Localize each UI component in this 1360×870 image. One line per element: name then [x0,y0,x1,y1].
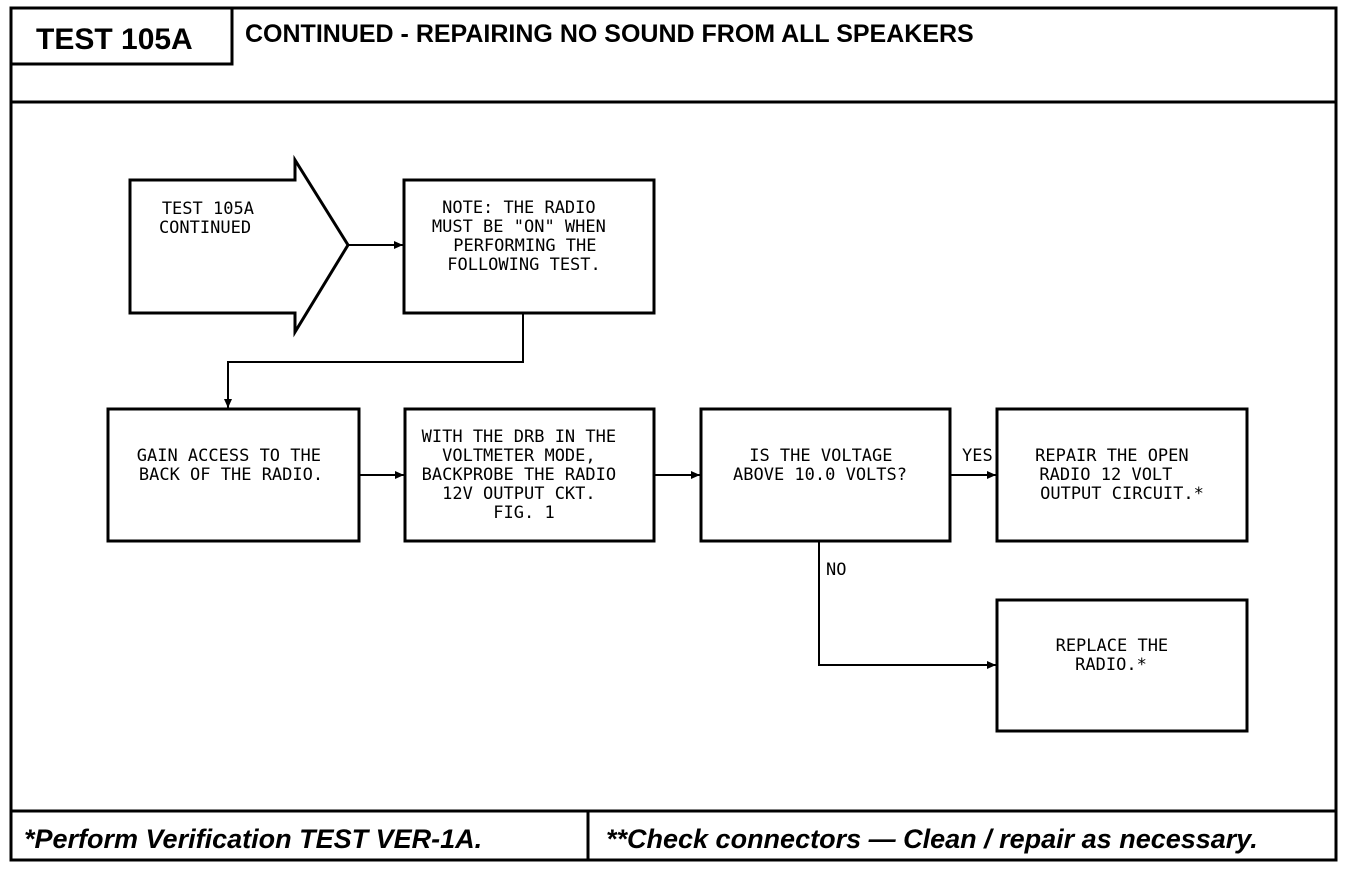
test-id-box [9,6,234,66]
start-arrow-shape [128,154,350,338]
connector-no-to-replace [818,541,996,669]
replace-text: REPLACE THE RADIO.* [1056,636,1179,675]
gain-access-text: GAIN ACCESS TO THE BACK OF THE RADIO. [137,446,331,485]
no-label: NO [826,560,846,580]
replace-box [995,598,1249,733]
note-line: FOLLOWING TEST. [447,255,601,275]
backprobe-box [403,407,656,543]
repair-line: RADIO 12 VOLT [1039,465,1172,485]
repair-box [995,407,1249,543]
test-id: TEST 105A [36,23,193,56]
yes-label: YES [962,446,993,466]
question-line: IS THE VOLTAGE [749,446,892,466]
repair-line: OUTPUT CIRCUIT.* [1040,484,1204,504]
note-text: NOTE: THE RADIO MUST BE "ON" WHEN PERFOR… [432,198,616,275]
replace-line: RADIO.* [1075,655,1147,675]
page-title: CONTINUED - REPAIRING NO SOUND FROM ALL … [245,20,974,48]
connector-note-to-gain [224,313,524,408]
start-line: CONTINUED [159,218,251,238]
question-line: ABOVE 10.0 VOLTS? [733,465,907,485]
footer-connector-note: **Check connectors — Clean / repair as n… [606,824,1258,854]
note-box [402,178,656,315]
repair-text: REPAIR THE OPEN RADIO 12 VOLT OUTPUT CIR… [1035,446,1204,504]
voltage-question-text: IS THE VOLTAGE ABOVE 10.0 VOLTS? [733,446,907,485]
backprobe-text: WITH THE DRB IN THE VOLTMETER MODE, BACK… [422,427,627,523]
gain-access-line: BACK OF THE RADIO. [139,465,323,485]
backprobe-line: VOLTMETER MODE, [442,446,596,466]
page-frame [9,6,1338,862]
backprobe-line: WITH THE DRB IN THE [422,427,616,447]
note-line: NOTE: THE RADIO [442,198,596,218]
repair-line: REPAIR THE OPEN [1035,446,1189,466]
replace-line: REPLACE THE [1056,636,1169,656]
note-line: MUST BE "ON" WHEN [432,217,606,237]
gain-access-line: GAIN ACCESS TO THE [137,446,321,466]
backprobe-line: FIG. 1 [493,503,554,523]
note-line: PERFORMING THE [453,236,596,256]
backprobe-line: 12V OUTPUT CKT. [442,484,596,504]
start-line: TEST 105A [162,199,254,219]
start-label: TEST 105A CONTINUED [159,199,264,238]
footer-verification-note: *Perform Verification TEST VER-1A. [24,824,482,854]
backprobe-line: BACKPROBE THE RADIO [422,465,616,485]
